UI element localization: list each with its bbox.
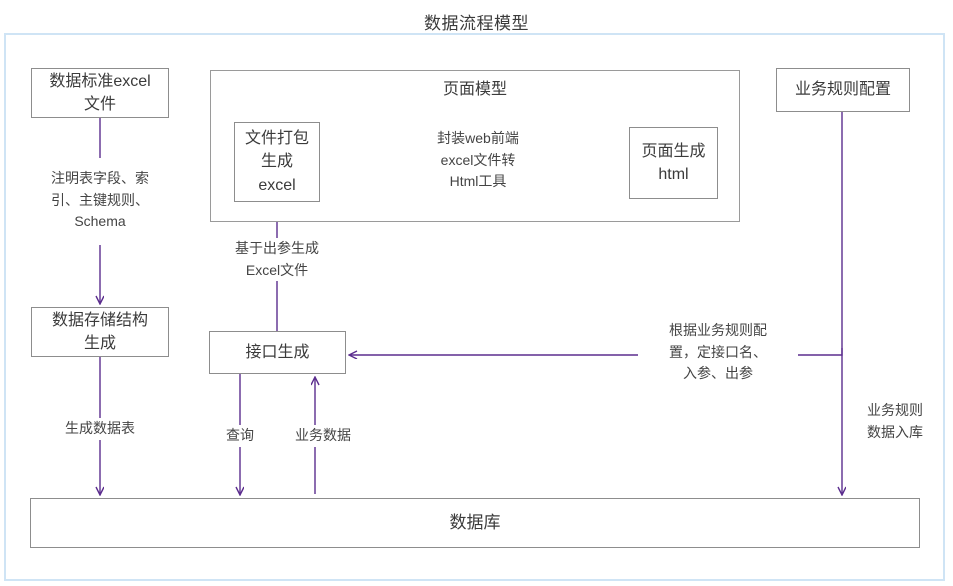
edge-label-business-rule-interface: 根据业务规则配 置，定接口名、 入参、出参 [638, 320, 798, 386]
edge-label-line2: 引、主键规则、 [51, 191, 149, 208]
node-interface-generate[interactable]: 接口生成 [209, 331, 346, 374]
node-label-line2: 生成 [260, 153, 293, 171]
edge-label-line3: Html工具 [449, 173, 507, 190]
edge-label-line2: excel文件转 [440, 151, 516, 168]
edge-label-line3: Schema [74, 213, 126, 230]
node-label-line1: 文件打包 [244, 130, 309, 148]
node-label-line1: 业务规则配置 [794, 81, 891, 99]
edge-label-line1: 生成数据表 [65, 420, 135, 436]
node-label-line1: 数据库 [449, 512, 501, 532]
node-excel-standard-file[interactable]: 数据标准excel 文件 [31, 68, 169, 118]
edge-label-excel-from-out-params: 基于出参生成 Excel文件 [197, 238, 357, 282]
edge-label-line2: 置，定接口名、 [669, 343, 767, 360]
node-database[interactable]: 数据库 [30, 498, 920, 548]
edge-rule-branch-right [790, 348, 843, 356]
node-file-package-excel[interactable]: 文件打包 生成 excel [234, 122, 320, 202]
node-label-line2: 生成 [83, 335, 116, 352]
edge-label-line2: 数据入库 [867, 423, 923, 440]
edge-label-schema-note: 注明表字段、索 引、主键规则、 Schema [20, 168, 180, 234]
edge-label-line1: 基于出参生成 [235, 240, 319, 256]
edge-label-line3: 入参、出参 [683, 365, 753, 382]
node-business-rule-config[interactable]: 业务规则配置 [776, 68, 910, 112]
edge-label-business-data: 业务数据 [278, 425, 368, 447]
node-label-line1: 数据存储结构 [51, 311, 148, 329]
edge-label-line1: 查询 [226, 427, 254, 443]
edge-label-business-rule-storage: 业务规则 数据入库 [854, 400, 936, 444]
edge-label-line2: Excel文件 [245, 261, 309, 278]
node-page-generate-html[interactable]: 页面生成 html [629, 127, 718, 199]
page-title: 数据流程模型 [424, 14, 529, 33]
edge-label-line1: 业务规则 [867, 402, 923, 418]
node-label-line3: excel [258, 176, 296, 194]
edge-label-line1: 注明表字段、索 [51, 170, 149, 186]
edge-label-query: 查询 [208, 425, 272, 447]
group-page-model-title: 页面模型 [442, 81, 507, 98]
node-label-line1: 接口生成 [245, 343, 310, 361]
node-data-storage-structure[interactable]: 数据存储结构 生成 [31, 307, 169, 357]
node-label-line1: 数据标准excel [49, 72, 151, 90]
edge-label-line1: 根据业务规则配 [669, 322, 767, 338]
node-label-line2: 文件 [83, 96, 116, 113]
edge-label-web-tool: 封装web前端 excel文件转 Html工具 [398, 128, 558, 194]
edge-label-generate-table: 生成数据表 [36, 418, 164, 440]
node-label-line2: html [658, 166, 689, 183]
node-label-line1: 页面生成 [641, 142, 706, 160]
edge-label-line1: 封装web前端 [437, 130, 519, 146]
edge-label-line1: 业务数据 [295, 427, 351, 443]
